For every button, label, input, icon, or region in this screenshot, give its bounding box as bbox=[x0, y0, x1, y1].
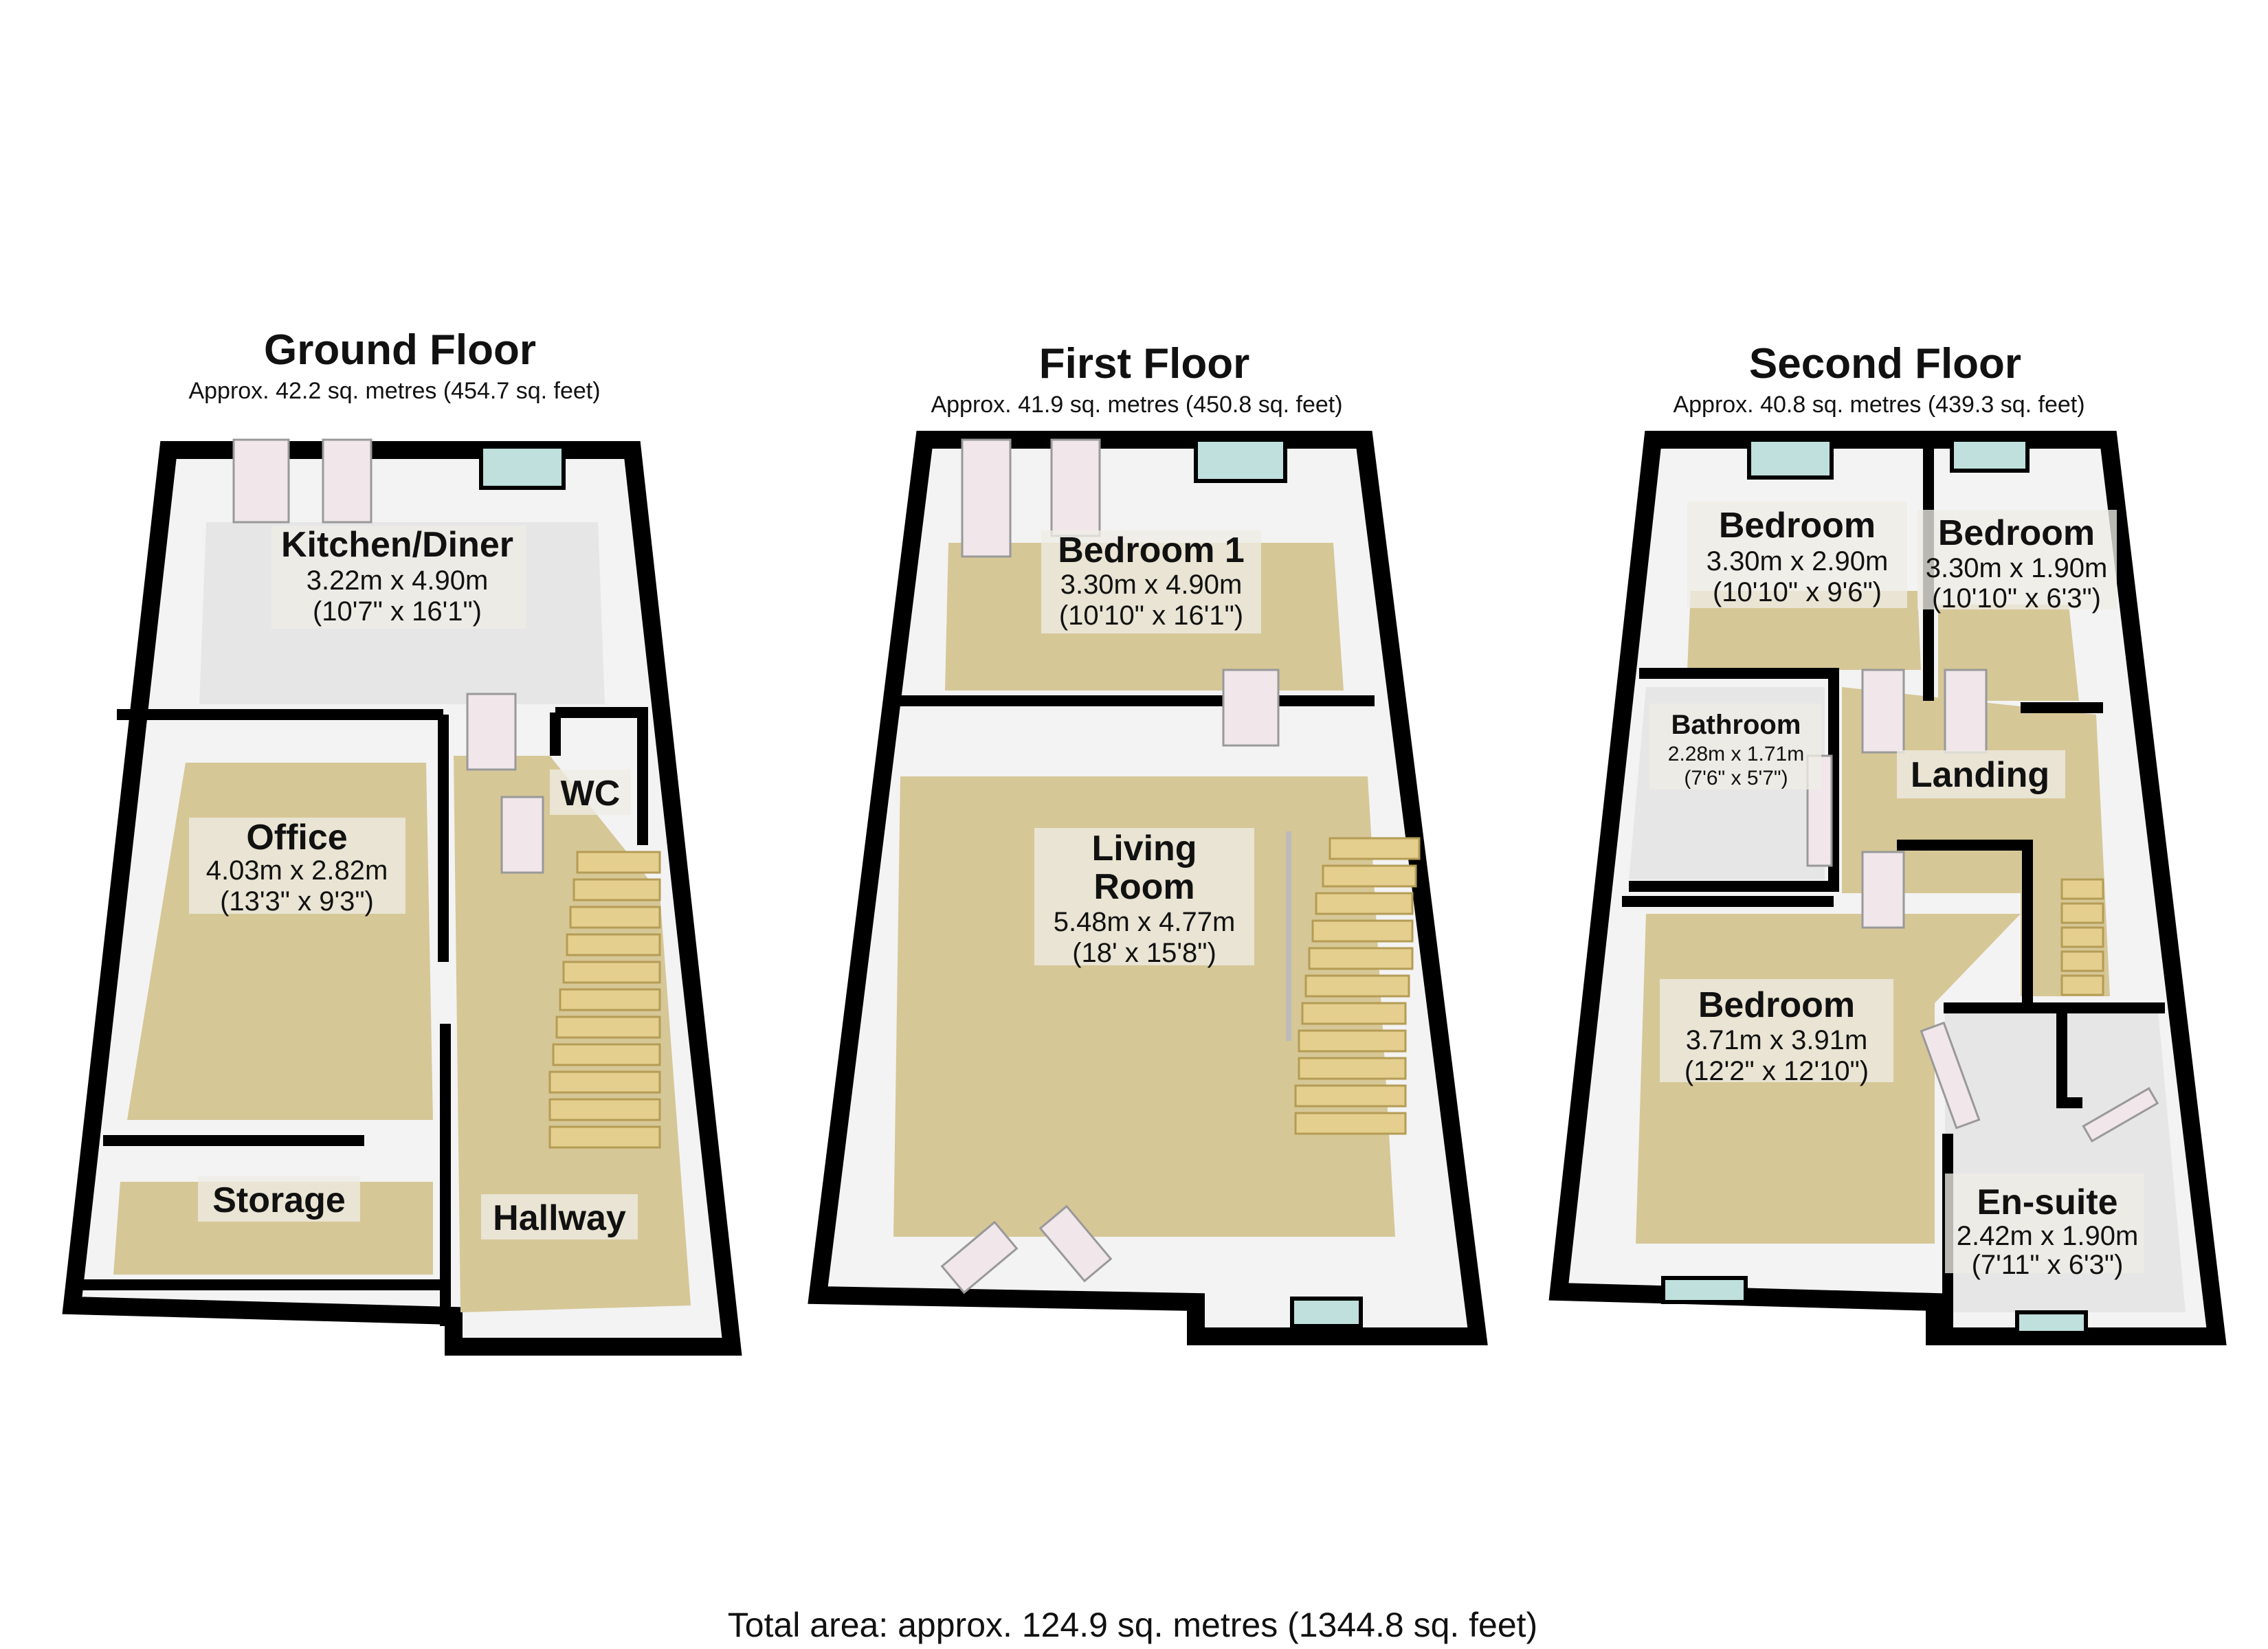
floor-title: First Floor bbox=[1039, 340, 1250, 388]
en-suite-cupboard-wall bbox=[2056, 1010, 2082, 1108]
en-suite-window bbox=[2015, 1310, 2088, 1335]
room-dimensions-imperial: (13'3" x 9'3") bbox=[220, 886, 374, 917]
room-name: Bedroom 1 bbox=[1058, 530, 1245, 570]
room-name: Bedroom bbox=[1698, 985, 1855, 1025]
room-dimensions-imperial: (10'10" x 9'6") bbox=[1713, 577, 1882, 607]
hallway-door bbox=[500, 796, 544, 874]
floor-title: Second Floor bbox=[1749, 340, 2021, 388]
second-floor-plan: Second Floor Approx. 40.8 sq. metres (43… bbox=[1548, 340, 2227, 1345]
room-name: En-suite bbox=[1977, 1182, 2117, 1222]
kitchen-door bbox=[232, 438, 290, 524]
living-room-window bbox=[1290, 1297, 1363, 1328]
room-name: Bedroom bbox=[1719, 506, 1876, 546]
floor-title: Ground Floor bbox=[264, 326, 536, 374]
wardrobe-door bbox=[961, 438, 1012, 558]
room-dimensions-imperial: (10'10" x 6'3") bbox=[1932, 583, 2101, 614]
room-dimensions-metric: 3.71m x 3.91m bbox=[1686, 1025, 1868, 1055]
floor-area: Approx. 41.9 sq. metres (450.8 sq. feet) bbox=[931, 392, 1342, 418]
wc-walls bbox=[555, 707, 648, 845]
room-name: Hallway bbox=[493, 1198, 626, 1238]
room-dimensions-metric: 2.42m x 1.90m bbox=[1957, 1221, 2139, 1251]
ground-floor-plan: Ground Floor Approx. 42.2 sq. metres (45… bbox=[62, 326, 742, 1356]
room-dimensions-metric: 5.48m x 4.77m bbox=[1054, 907, 1236, 937]
room-dimensions-metric: 3.30m x 1.90m bbox=[1926, 553, 2108, 583]
bedroom-1-window bbox=[1194, 438, 1287, 483]
bedroom-3-window bbox=[1950, 438, 2030, 473]
room-name: Kitchen/Diner bbox=[281, 525, 513, 565]
room-dimensions-imperial: (7'6" x 5'7") bbox=[1684, 767, 1788, 789]
room-name-line-1: Living bbox=[1091, 829, 1197, 868]
bedroom-2-floor bbox=[1687, 591, 1921, 670]
room-name: Landing bbox=[1911, 755, 2049, 795]
kitchen-window bbox=[479, 445, 566, 490]
floor-area: Approx. 40.8 sq. metres (439.3 sq. feet) bbox=[1673, 392, 2084, 418]
room-name: Bathroom bbox=[1671, 710, 1801, 740]
room-name: Office bbox=[246, 818, 347, 857]
kitchen-door bbox=[322, 438, 373, 524]
living-room-floor bbox=[893, 776, 1395, 1237]
room-name: Storage bbox=[212, 1180, 346, 1220]
ground-floor-stairs bbox=[548, 851, 661, 1149]
en-suite-door bbox=[1920, 1021, 1981, 1130]
room-name-line-2: Room bbox=[1093, 867, 1194, 907]
room-dimensions-metric: 3.30m x 2.90m bbox=[1706, 546, 1889, 576]
bedroom-3-door bbox=[1944, 669, 1988, 754]
bedroom-1-door bbox=[1222, 669, 1280, 747]
room-dimensions-imperial: (12'2" x 12'10") bbox=[1685, 1056, 1869, 1086]
room-dimensions-metric: 3.30m x 4.90m bbox=[1060, 570, 1243, 600]
floor-area: Approx. 42.2 sq. metres (454.7 sq. feet) bbox=[188, 378, 600, 404]
room-dimensions-metric: 4.03m x 2.82m bbox=[206, 855, 388, 886]
living-room-door bbox=[940, 1220, 1019, 1294]
second-floor-stairs bbox=[2060, 878, 2104, 996]
room-dimensions-imperial: (10'10" x 16'1") bbox=[1059, 601, 1243, 631]
room-dimensions-metric: 3.22m x 4.90m bbox=[307, 565, 489, 596]
room-name: Bedroom bbox=[1938, 513, 2095, 553]
bedroom-2-door bbox=[1861, 669, 1905, 754]
first-floor-plan: First Floor Approx. 41.9 sq. metres (450… bbox=[808, 340, 1488, 1345]
total-area: Total area: approx. 124.9 sq. metres (13… bbox=[728, 1606, 1537, 1644]
room-name: WC bbox=[561, 774, 621, 814]
cupboard-door bbox=[2082, 1087, 2159, 1143]
room-dimensions-imperial: (7'11" x 6'3") bbox=[1972, 1250, 2124, 1280]
room-dimensions-imperial: (18' x 15'8") bbox=[1072, 938, 1216, 968]
wc-door bbox=[466, 693, 517, 771]
landing-bedroom-wall bbox=[1897, 840, 2033, 1007]
bedroom-2-window bbox=[1747, 438, 1834, 480]
wardrobe-door bbox=[1050, 438, 1101, 537]
room-dimensions-imperial: (10'7" x 16'1") bbox=[313, 596, 482, 627]
living-room-door bbox=[1038, 1204, 1113, 1283]
room-dimensions-metric: 2.28m x 1.71m bbox=[1668, 743, 1804, 765]
first-floor-stairs bbox=[1294, 837, 1421, 1135]
bathroom-walls bbox=[1629, 668, 1839, 892]
bedroom-4-door bbox=[1861, 851, 1905, 929]
bedroom-4-window bbox=[1661, 1276, 1748, 1304]
